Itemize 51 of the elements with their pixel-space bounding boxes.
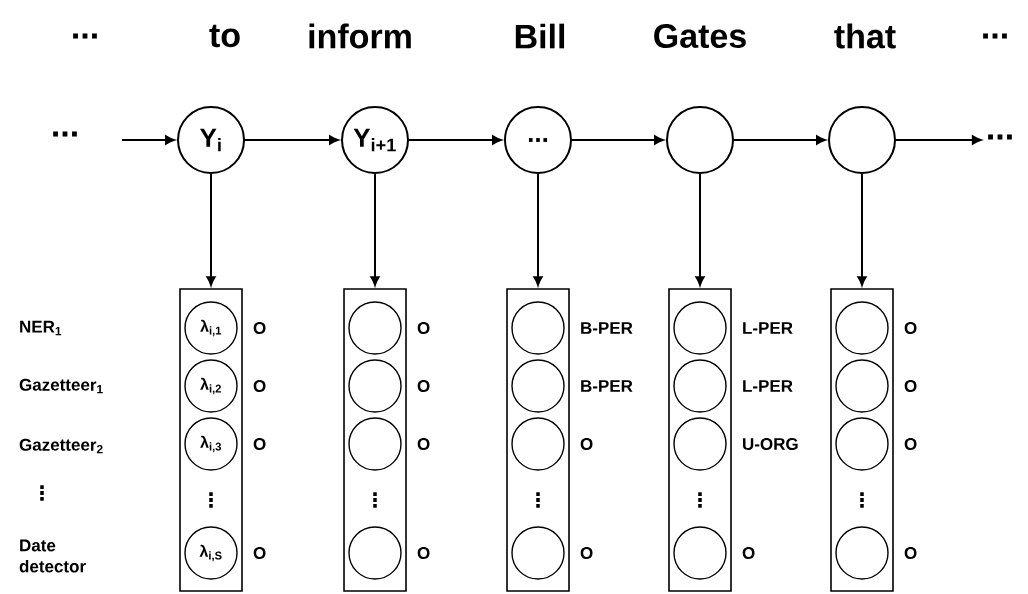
node-label: L-PER <box>743 322 793 334</box>
node-label: O <box>253 546 266 560</box>
word: Gates <box>654 23 746 49</box>
word: ... <box>53 131 77 137</box>
state-circle <box>828 106 896 174</box>
arrow <box>370 173 380 286</box>
arrow <box>408 135 502 145</box>
feature-column: ⋮ <box>830 288 894 592</box>
arrow <box>244 135 339 145</box>
node-label: O <box>580 546 593 560</box>
node-label: O <box>904 546 917 560</box>
node-label: O <box>253 379 266 393</box>
node-label: O <box>742 546 755 560</box>
node-label: O <box>904 379 917 393</box>
arrow <box>206 173 216 286</box>
arrow <box>571 135 664 145</box>
row-label: Date detector <box>19 539 86 573</box>
node-label: O <box>904 437 917 451</box>
node-label: O <box>417 379 430 393</box>
ellipsis: ... <box>988 134 1012 140</box>
word: inform <box>309 23 411 49</box>
node-label: O <box>253 437 266 451</box>
vertical-ellipsis: ⋮ <box>40 485 44 501</box>
word: ... <box>73 33 97 39</box>
node-label: B-PER <box>581 380 633 392</box>
node-label: B-PER <box>581 322 633 334</box>
node-label: O <box>580 437 593 451</box>
row-label: Gazetteer$_{2}$ <box>19 438 103 454</box>
state-circle <box>666 106 734 174</box>
node-label: U-ORG <box>743 437 798 451</box>
arrow <box>857 173 867 286</box>
node-label: O <box>417 321 430 335</box>
word: that <box>834 23 896 49</box>
feature-column: ⋮ <box>506 288 570 592</box>
node-label: L-PER <box>743 380 793 392</box>
word: Bill <box>515 23 565 49</box>
node-label: O <box>417 437 430 451</box>
arrow <box>533 173 543 286</box>
arrow <box>121 135 175 145</box>
row-label: NER$_{1}$ <box>20 320 62 336</box>
feature-column: ⋮ <box>343 288 407 592</box>
feature-column: ⋮ <box>668 288 732 592</box>
word: ... <box>983 33 1007 39</box>
arrow <box>895 135 982 145</box>
arrow <box>695 173 705 286</box>
row-label: Gazetteer$_{1}$ <box>19 378 103 394</box>
arrow <box>733 135 826 145</box>
node-label: O <box>904 321 917 335</box>
node-label: O <box>253 321 266 335</box>
word: to <box>209 24 240 48</box>
node-label: O <box>417 546 430 560</box>
